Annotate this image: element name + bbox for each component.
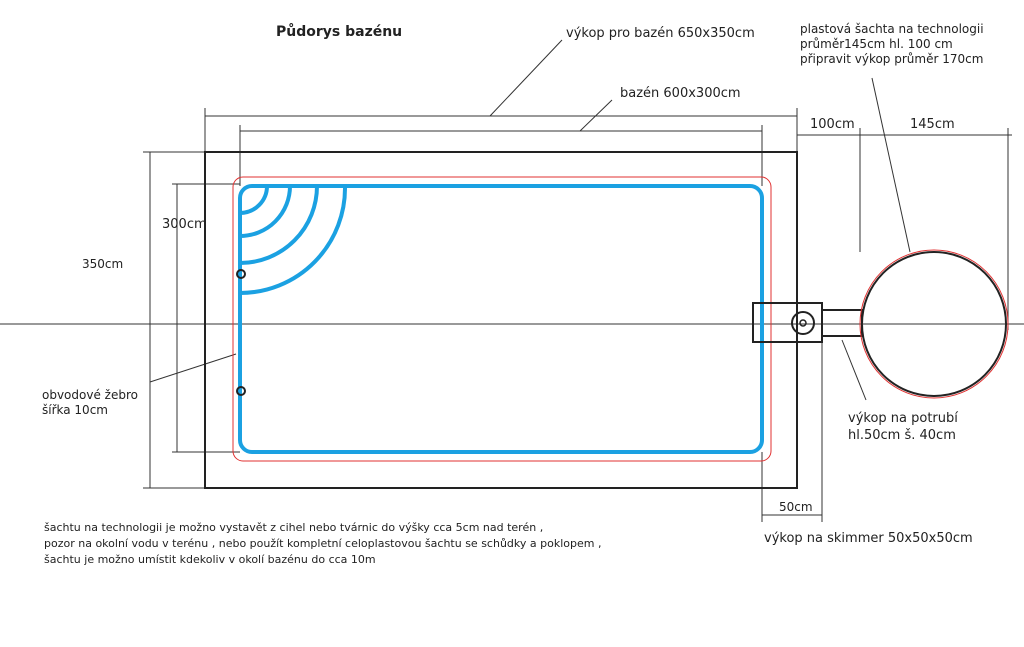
leader-excavation (489, 39, 563, 117)
perimeter-rib (232, 176, 772, 462)
pipe-trench (821, 309, 863, 337)
note-line: průměr145cm hl. 100 cm (800, 37, 953, 51)
nozzle (236, 386, 246, 396)
note: šachtu je možno umístit kdekoliv v okolí… (44, 553, 376, 566)
label-145: 145cm (910, 117, 955, 132)
leader-rib (149, 353, 237, 383)
label-excavation: výkop pro bazén 650x350cm (566, 26, 755, 41)
label-300: 300cm (162, 217, 207, 232)
label-skimmer: výkop na skimmer 50x50x50cm (764, 531, 973, 546)
label-rib: obvodové žebro šířka 10cm (42, 388, 138, 418)
notes: šachtu na technologii je možno vystavět … (44, 520, 601, 568)
pipe-line: hl.50cm š. 40cm (848, 428, 956, 443)
leader-shaft (871, 77, 911, 253)
note-line: připravit výkop průměr 170cm (800, 52, 984, 66)
rib-line: šířka 10cm (42, 403, 108, 417)
label-100: 100cm (810, 117, 855, 132)
label-shaft-note: plastová šachta na technologii průměr145… (800, 22, 984, 67)
label-pipe: výkop na potrubí hl.50cm š. 40cm (848, 410, 958, 444)
pool-steps (239, 185, 348, 295)
note-line: plastová šachta na technologii (800, 22, 984, 36)
pool-outline (238, 184, 764, 454)
shaft-excavation (859, 249, 1009, 399)
nozzle (236, 269, 246, 279)
rib-line: obvodové žebro (42, 388, 138, 402)
page-title: Půdorys bazénu (276, 24, 403, 40)
leader-pool (579, 99, 613, 132)
leader-pipe (841, 339, 867, 401)
excavation-outline (204, 151, 798, 489)
label-350: 350cm (82, 257, 124, 271)
pipe-line: výkop na potrubí (848, 411, 958, 426)
label-pool: bazén 600x300cm (620, 86, 741, 101)
note: pozor na okolní vodu v terénu , nebo pou… (44, 537, 602, 550)
label-50: 50cm (779, 500, 813, 514)
note: šachtu na technologii je možno vystavět … (44, 521, 544, 534)
